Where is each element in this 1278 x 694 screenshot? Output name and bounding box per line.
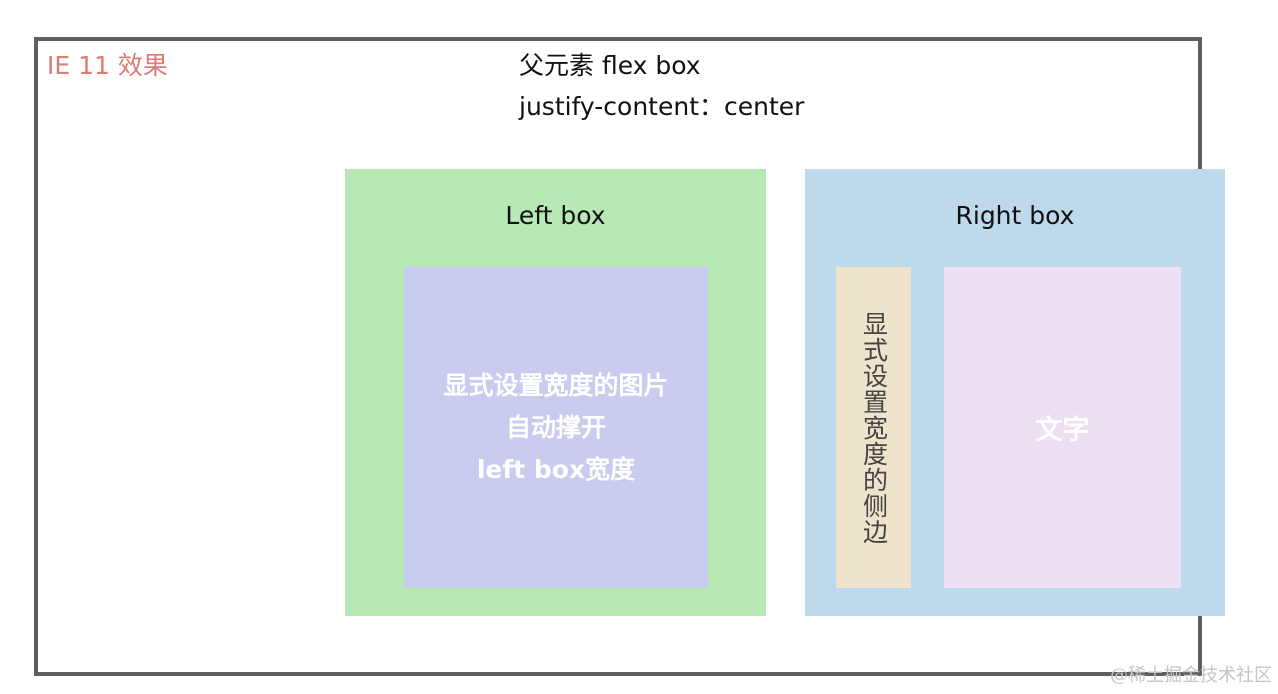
watermark: @稀土掘金技术社区 bbox=[1110, 665, 1272, 686]
parent-title: 父元素 flex box bbox=[519, 51, 701, 80]
right-box-title: Right box bbox=[955, 201, 1075, 230]
text-content-label: 文字 bbox=[1035, 415, 1090, 446]
fixed-width-image-placeholder: 显式设置宽度的图片 自动撑开 left box宽度 bbox=[404, 267, 708, 588]
left-box-title: Left box bbox=[505, 201, 606, 230]
sidebar-vertical-label: 显式设置宽度的侧边 bbox=[859, 310, 889, 545]
image-caption-line-3: left box宽度 bbox=[476, 454, 636, 484]
fixed-width-sidebar: 显式设置宽度的侧边 bbox=[836, 267, 911, 588]
text-content-area: 文字 bbox=[944, 267, 1181, 588]
image-caption-line-1: 显式设置宽度的图片 bbox=[443, 370, 669, 400]
image-caption-line-2: 自动撑开 bbox=[505, 412, 606, 442]
left-box: Left box 显式设置宽度的图片 自动撑开 left box宽度 bbox=[345, 169, 766, 616]
justify-content-rule: justify-content：center bbox=[519, 92, 805, 121]
ie11-effect-label: IE 11 效果 bbox=[47, 51, 168, 80]
right-box: Right box 显式设置宽度的侧边 文字 bbox=[805, 169, 1225, 616]
